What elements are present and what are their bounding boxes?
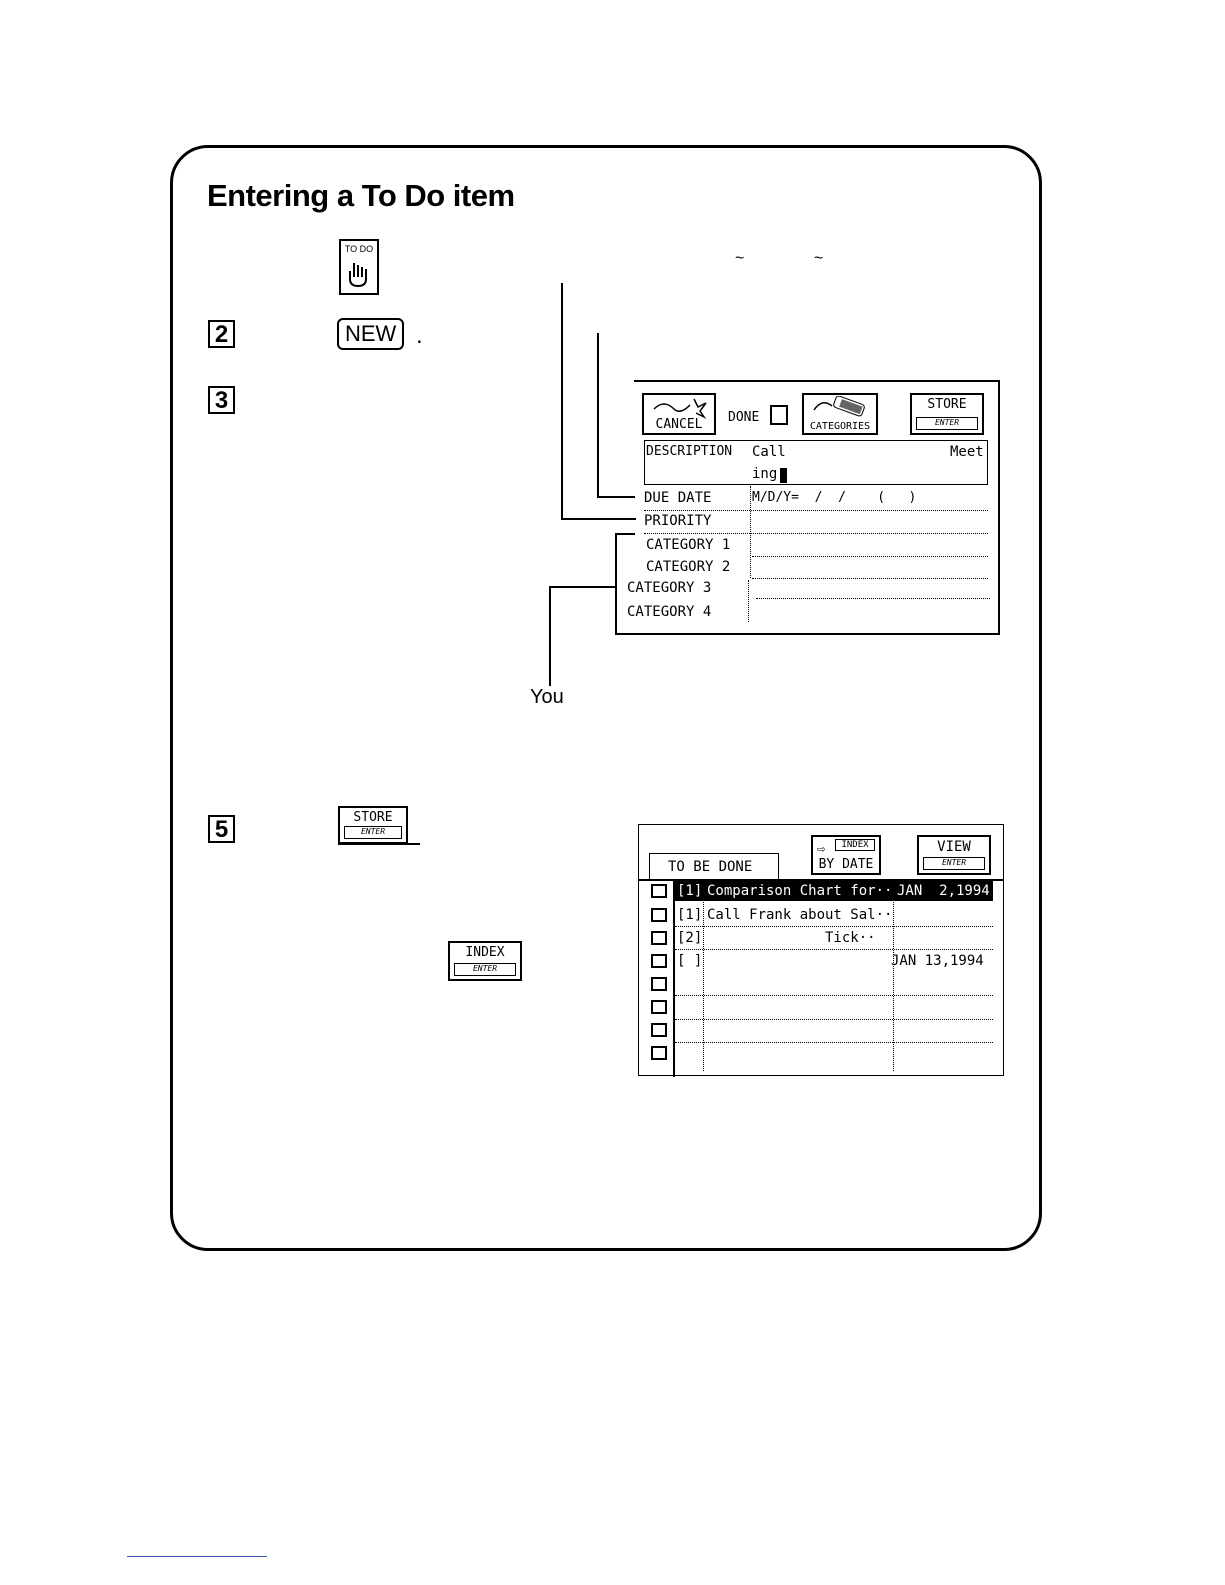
todo-key-label: TO DO [344, 244, 374, 254]
done-checkbox[interactable] [770, 405, 788, 425]
category2-rule [752, 578, 988, 579]
callout-line-duedate-h [597, 496, 635, 498]
page-title: Entering a To Do item [207, 178, 515, 213]
category1-rule [752, 556, 988, 557]
text-column-divider [703, 881, 704, 1071]
checkbox-column-rule [673, 879, 675, 1077]
row2-priority: [1] [677, 907, 703, 923]
view-button[interactable]: VIEW ENTER [917, 835, 991, 875]
category3-rule [756, 598, 990, 599]
due-date-label: DUE DATE [644, 490, 712, 506]
due-date-field[interactable]: M/D/Y= / / ( ) [752, 490, 917, 505]
description-label: DESCRIPTION [646, 444, 733, 459]
description-box [644, 440, 988, 485]
tilde-2: ~ [814, 250, 824, 267]
categories-label: CATEGORIES [809, 421, 871, 432]
row5-checkbox[interactable] [651, 977, 667, 991]
due-date-rule [644, 510, 988, 511]
description-line1[interactable]: Call [752, 444, 786, 460]
callout-line-duedate [597, 333, 599, 497]
callout-line-priority-h [561, 518, 636, 520]
category1-label: CATEGORY 1 [646, 537, 731, 553]
store-key-label: STORE [353, 810, 393, 825]
field-divider [750, 486, 751, 578]
store-label: STORE [927, 397, 967, 412]
callout-you-label: You [530, 686, 564, 708]
row7-checkbox[interactable] [651, 1023, 667, 1037]
date-column-divider [893, 881, 894, 1071]
step-number-3: 3 [208, 386, 235, 414]
categories-icon [813, 396, 865, 417]
row7-rule [675, 1042, 993, 1043]
footer-link-rule [127, 1556, 267, 1557]
index-key-enter: ENTER [454, 963, 516, 976]
row3-priority: [2] [677, 930, 703, 946]
category4-label: CATEGORY 4 [627, 604, 712, 620]
index-key: INDEX ENTER [448, 941, 522, 981]
row4-priority: [ ] [677, 953, 703, 969]
row1-text[interactable]: Comparison Chart for·· [707, 883, 893, 899]
store-enter-label: ENTER [916, 417, 978, 430]
instruction-frame [170, 145, 1042, 1251]
category3-label: CATEGORY 3 [627, 580, 712, 596]
callout-line-category [549, 586, 551, 686]
row1-priority: [1] [677, 883, 703, 899]
store-key-enter: ENTER [344, 826, 402, 839]
new-key: NEW [337, 318, 405, 350]
priority-rule [644, 533, 988, 534]
index-mini-label: INDEX [835, 839, 875, 851]
store-key: STORE ENTER [338, 806, 408, 844]
row4-checkbox[interactable] [651, 954, 667, 968]
edit-screen: CANCEL DONE CATEGORIES STORE ENTER DESCR… [634, 380, 1000, 635]
tab-to-be-done-label: TO BE DONE [668, 859, 753, 875]
period: . [416, 322, 423, 349]
tilde-1: ~ [735, 250, 745, 267]
list-screen: TO BE DONE INDEX ⇨ BY DATE VIEW ENTER [1… [638, 824, 1004, 1077]
cancel-button[interactable]: CANCEL [642, 393, 716, 435]
step-number-5: 5 [208, 815, 235, 843]
description-line2[interactable]: ing [752, 466, 778, 482]
row1-checkbox[interactable] [651, 884, 667, 898]
callout-bracket [615, 533, 617, 633]
category2-label: CATEGORY 2 [646, 559, 731, 575]
row1-date: JAN 2,1994 [897, 883, 990, 899]
categories-button[interactable]: CATEGORIES [802, 393, 878, 435]
index-by-date-button[interactable]: INDEX ⇨ BY DATE [811, 835, 881, 875]
store-button[interactable]: STORE ENTER [910, 393, 984, 435]
hand-icon [349, 263, 367, 288]
view-enter-label: ENTER [923, 857, 985, 870]
by-date-label: BY DATE [818, 857, 874, 872]
list-header-rule [639, 879, 1003, 881]
row2-rule [675, 926, 993, 927]
edit-screen-bottom [615, 633, 1000, 635]
done-label: DONE [728, 410, 760, 425]
todo-key: TO DO [339, 239, 379, 295]
priority-label: PRIORITY [644, 513, 712, 529]
row2-text[interactable]: Call Frank about Sal·· [707, 907, 893, 923]
description-right[interactable]: Meet [950, 444, 984, 460]
row3-rule [675, 949, 993, 950]
row4-date: JAN 13,1994 [891, 953, 984, 969]
row2-checkbox[interactable] [651, 908, 667, 922]
category-divider [748, 580, 749, 622]
list-row-selected-bg [675, 881, 993, 901]
cancel-icon [653, 398, 707, 419]
view-label: VIEW [937, 839, 971, 855]
cancel-label: CANCEL [655, 417, 703, 432]
row3-checkbox[interactable] [651, 931, 667, 945]
arrow-right-icon: ⇨ [817, 841, 826, 857]
index-key-label: INDEX [465, 945, 505, 960]
store-key-underline [338, 843, 420, 845]
callout-bracket-top [615, 533, 635, 535]
callout-line-priority [561, 283, 563, 520]
callout-line-category-h [549, 586, 615, 588]
step-number-2: 2 [208, 320, 235, 348]
row6-rule [675, 1019, 993, 1020]
row3-text[interactable]: Tick·· [707, 930, 876, 946]
row6-checkbox[interactable] [651, 1000, 667, 1014]
tab-to-be-done[interactable]: TO BE DONE [649, 853, 779, 880]
row8-checkbox[interactable] [651, 1046, 667, 1060]
text-cursor [780, 468, 787, 483]
row5-rule [675, 995, 993, 996]
